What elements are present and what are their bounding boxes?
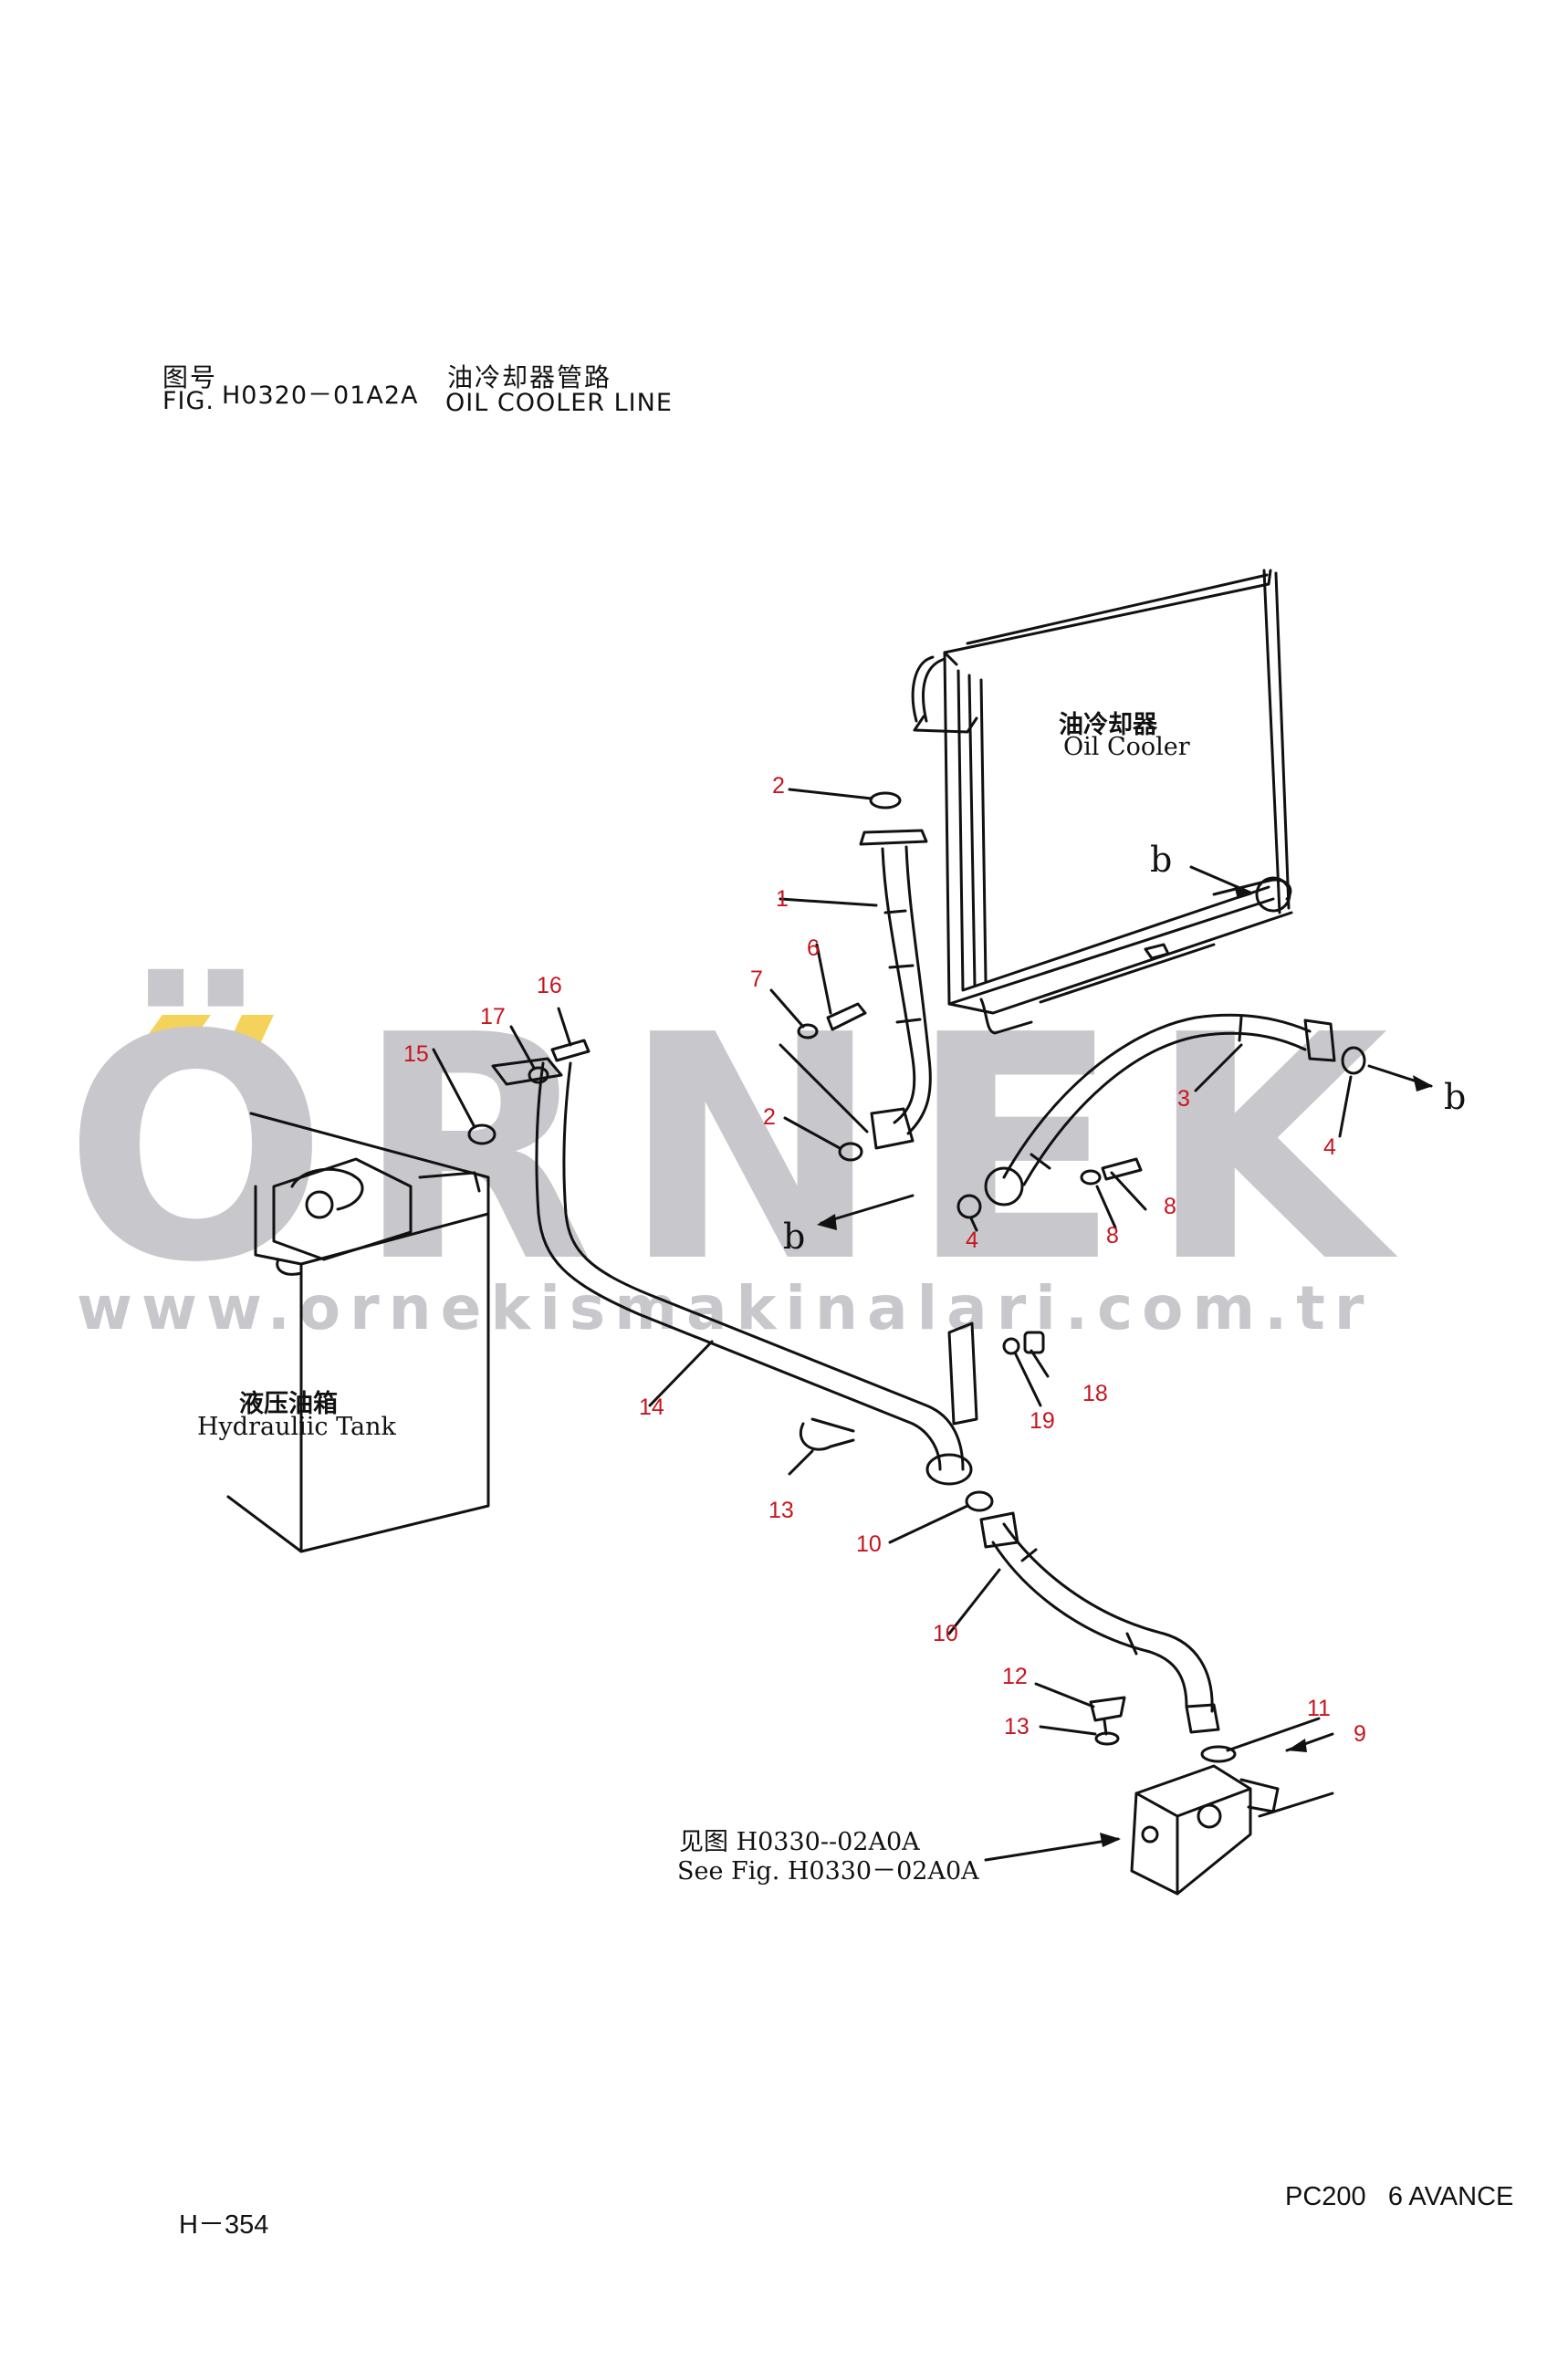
callout-2-mid: 2 xyxy=(763,1104,776,1130)
o-ring-10-low xyxy=(1200,1745,1237,1763)
see-fig-label-cn: 见图 H0330--02A0A xyxy=(679,1828,920,1856)
oil-cooler-label-cn: 油冷却器 xyxy=(1059,711,1157,739)
arrowhead-cooler xyxy=(1234,885,1252,899)
arrow-see-fig xyxy=(984,1837,1120,1862)
callout-19: 19 xyxy=(1030,1408,1055,1434)
watermark-url: www.ornekismakinalari.com.tr xyxy=(77,1273,1374,1343)
o-ring-2-top xyxy=(869,791,902,810)
washer-6 xyxy=(797,1023,819,1039)
bracket xyxy=(947,1322,978,1426)
callout-4-low: 4 xyxy=(966,1228,978,1253)
tank-label-en: Hydrauliic Tank xyxy=(197,1413,396,1441)
callout-5: 6 xyxy=(807,935,820,961)
o-ring-2-mid xyxy=(838,1142,863,1162)
callout-8-low: 9 xyxy=(1354,1721,1366,1747)
bolt-11 xyxy=(1089,1696,1126,1722)
callout-13: 14 xyxy=(639,1395,664,1420)
plug-18 xyxy=(1023,1331,1045,1354)
callout-15: 16 xyxy=(537,973,562,998)
callout-11: 12 xyxy=(1002,1664,1028,1689)
callout-17: 13 xyxy=(768,1498,794,1523)
marker-b-cooler: b xyxy=(1150,840,1172,880)
o-ring-4-right xyxy=(1341,1046,1366,1075)
arrow-left-out xyxy=(820,1194,915,1225)
title-en: OIL COOLER LINE xyxy=(445,389,673,417)
callout-6: 7 xyxy=(750,966,763,992)
hose-9 xyxy=(979,1511,1220,1734)
bolt-7 xyxy=(1101,1157,1143,1181)
callout-9: 10 xyxy=(933,1621,958,1646)
title-cn: 油冷却器管路 xyxy=(447,362,612,392)
page-number: H－354 xyxy=(179,2210,269,2240)
tank-label-cn: 液压油箱 xyxy=(239,1390,338,1418)
model-name: PC200 6 AVANCE xyxy=(1285,2182,1514,2211)
callout-8-mid: 8 xyxy=(1106,1223,1119,1248)
callout-12: 13 xyxy=(1004,1714,1030,1739)
callout-10-low: 11 xyxy=(1307,1696,1331,1721)
callout-7: 8 xyxy=(1164,1194,1176,1219)
o-ring-4-low xyxy=(956,1194,982,1219)
see-fig-label-en: See Fig. H0330－02A0A xyxy=(677,1857,979,1886)
callout-1: 1 xyxy=(776,886,789,912)
hose-3 xyxy=(984,1013,1336,1207)
callout-10-mid: 10 xyxy=(856,1531,882,1557)
clamp-17 xyxy=(799,1422,855,1451)
callout-18: 18 xyxy=(1082,1381,1108,1406)
callout-14: 15 xyxy=(403,1041,429,1067)
oil-cooler-frame xyxy=(911,569,1293,1035)
o-ring-10-mid xyxy=(965,1490,994,1512)
control-valve xyxy=(1130,1764,1280,1896)
callout-2-top: 2 xyxy=(772,773,785,799)
washer-8 xyxy=(1080,1169,1102,1186)
marker-b-left: b xyxy=(783,1217,805,1257)
pipe-13 xyxy=(491,1057,973,1486)
hydraulic-tank xyxy=(226,1112,490,1553)
fig-number: H0320－01A2A xyxy=(222,381,419,410)
callout-16: 17 xyxy=(480,1004,506,1029)
callout-4-right: 4 xyxy=(1323,1134,1336,1160)
marker-b-right: b xyxy=(1444,1077,1466,1117)
hose-1 xyxy=(859,829,932,1150)
arrow-cooler xyxy=(1189,865,1252,894)
bolt-15 xyxy=(550,1039,591,1062)
washer-16 xyxy=(528,1066,549,1084)
o-ring-19 xyxy=(1002,1337,1020,1355)
callout-3: 3 xyxy=(1177,1086,1190,1112)
bolt-5 xyxy=(826,1002,867,1031)
oil-cooler-label-en: Oil Cooler xyxy=(1063,733,1190,761)
o-ring-14 xyxy=(467,1123,497,1145)
fig-cn-prefix: 图号 xyxy=(162,362,218,392)
fig-en-prefix: FIG. xyxy=(162,387,214,415)
